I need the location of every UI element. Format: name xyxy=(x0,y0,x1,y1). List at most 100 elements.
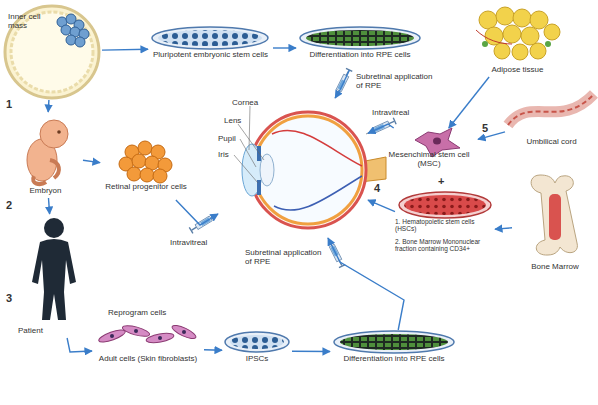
eye xyxy=(274,176,362,210)
node-caption: Pupil xyxy=(218,134,258,143)
illustration-node: Pluripotent embryonic stem cells xyxy=(148,26,273,70)
adipose-tissue xyxy=(513,9,531,27)
flow-arrow xyxy=(495,228,512,229)
syringe xyxy=(325,236,346,268)
callout-number: 4 xyxy=(374,182,386,195)
patient-silhouette xyxy=(32,239,76,320)
node-caption: Adult cells (Skin fibroblasts) xyxy=(92,354,204,363)
bone xyxy=(531,175,577,255)
illustration-node: Mesenchimal stem cell (MSC) xyxy=(380,128,478,178)
fibroblasts xyxy=(110,334,114,338)
flow-arrow xyxy=(67,338,92,352)
illustration-node: Umbilical cord xyxy=(505,85,598,153)
adipose-tissue xyxy=(512,44,528,60)
patient-silhouette xyxy=(44,218,64,238)
callout-number: 3 xyxy=(6,292,18,305)
flow-arrow xyxy=(49,198,50,214)
node-caption: Lens xyxy=(224,116,264,125)
marrow-dish xyxy=(399,192,491,218)
umbilical-cord xyxy=(508,94,594,125)
rpe-dish xyxy=(334,331,454,353)
node-caption: Differentiation into RPE cells xyxy=(296,50,424,59)
culture-dish xyxy=(158,30,262,46)
ipsc-dish xyxy=(230,335,284,349)
eye xyxy=(250,112,366,228)
illustration-node: Inner cell mass xyxy=(2,2,102,100)
adipose-tissue xyxy=(530,43,546,59)
illustration-node: CorneaLensPupilIris xyxy=(218,98,368,238)
illustration-node: Patient xyxy=(18,214,90,338)
adipose-tissue xyxy=(496,7,514,25)
illustration-node: Differentiation into RPE cells xyxy=(330,330,458,374)
syringe xyxy=(189,68,397,269)
bone xyxy=(549,194,561,240)
callout-number: 2 xyxy=(6,199,18,212)
syringe xyxy=(189,211,220,234)
flow-arrow xyxy=(102,49,148,51)
blastocyst xyxy=(61,25,71,35)
eye xyxy=(254,116,362,224)
progenitor-cells xyxy=(119,141,172,183)
illustration-node: IPSCs xyxy=(222,330,292,372)
progenitor-cells xyxy=(153,169,167,183)
progenitor-cells xyxy=(127,167,141,181)
node-caption: Umbilical cord xyxy=(505,137,598,146)
culture-dish xyxy=(152,27,268,49)
embryo xyxy=(50,160,59,178)
ipsc-dish xyxy=(225,332,289,352)
progenitor-cells xyxy=(140,168,154,182)
node-caption: 2. Bone Marrow Mononuclear fraction cont… xyxy=(395,238,495,253)
flow-arrow xyxy=(204,349,222,351)
leader-line xyxy=(240,139,256,167)
adipose-tissue xyxy=(476,7,560,60)
embryo xyxy=(57,130,61,134)
syringe xyxy=(365,118,397,138)
node-caption: Adipose tissue xyxy=(470,65,565,74)
step-label: Reprogram cells xyxy=(108,308,198,317)
embryo xyxy=(40,120,68,148)
adipose-tissue xyxy=(544,24,560,40)
adipose-tissue xyxy=(485,27,503,45)
fibroblasts xyxy=(97,323,197,345)
blastocyst xyxy=(5,6,99,98)
progenitor-cells xyxy=(138,141,152,155)
node-caption: 1. Hematopoietic stem cells (HSCs) xyxy=(395,218,495,233)
node-caption: Embryon xyxy=(8,186,83,195)
node-caption: IPSCs xyxy=(222,354,292,363)
node-caption: Retinal progenitor cells xyxy=(100,182,192,191)
umbilical-cord xyxy=(508,94,594,125)
fibroblasts xyxy=(158,336,162,340)
embryo xyxy=(33,176,46,184)
fibroblasts xyxy=(134,329,138,333)
rpe-dish xyxy=(300,27,420,49)
umbilical-cord xyxy=(508,94,594,125)
leader-line xyxy=(234,155,258,183)
eye xyxy=(242,112,386,228)
adipose-tissue xyxy=(482,41,488,47)
flow-arrow xyxy=(449,77,489,128)
adipose-tissue xyxy=(521,27,539,45)
flow-arrow xyxy=(368,124,394,133)
adipose-tissue xyxy=(479,11,497,29)
node-caption: Differentiation into RPE cells xyxy=(330,354,458,363)
callout-number: + xyxy=(438,175,450,188)
eye xyxy=(272,130,362,166)
route-label: Subretinal application of RPE xyxy=(356,72,436,90)
node-caption: Inner cell mass xyxy=(8,12,58,30)
node-caption: Bone Marrow xyxy=(512,262,598,271)
flow-arrow xyxy=(48,100,50,112)
leader-line xyxy=(249,106,250,150)
node-caption: Mesenchimal stem cell (MSC) xyxy=(380,150,478,168)
progenitor-cells xyxy=(132,154,146,168)
fibroblasts xyxy=(182,330,186,334)
fibroblasts xyxy=(146,332,175,345)
bone xyxy=(531,175,577,255)
node-caption: Patient xyxy=(18,326,90,335)
flow-arrow xyxy=(328,238,404,330)
node-caption: Cornea xyxy=(232,98,272,107)
flow-arrow xyxy=(83,160,100,162)
node-caption: Iris xyxy=(218,150,258,159)
blastocyst xyxy=(75,37,85,47)
fibroblasts xyxy=(121,324,150,339)
